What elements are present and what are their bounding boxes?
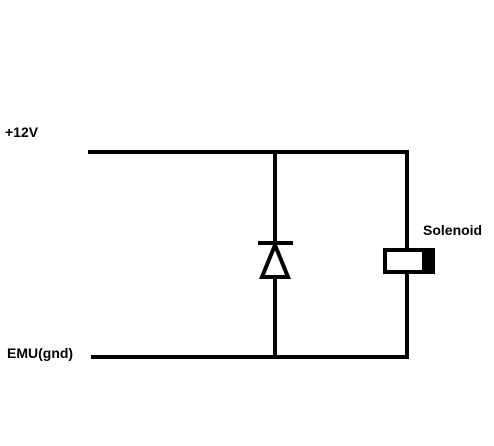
diode-icon (258, 239, 293, 279)
diode-anode-triangle (259, 239, 291, 279)
solenoid-label: Solenoid (423, 222, 482, 238)
supply-label: +12V (5, 124, 39, 140)
ground-label: EMU(gnd) (7, 345, 73, 361)
wires (88, 150, 409, 359)
solenoid-end-cap (422, 250, 433, 272)
solenoid-icon (383, 248, 435, 274)
